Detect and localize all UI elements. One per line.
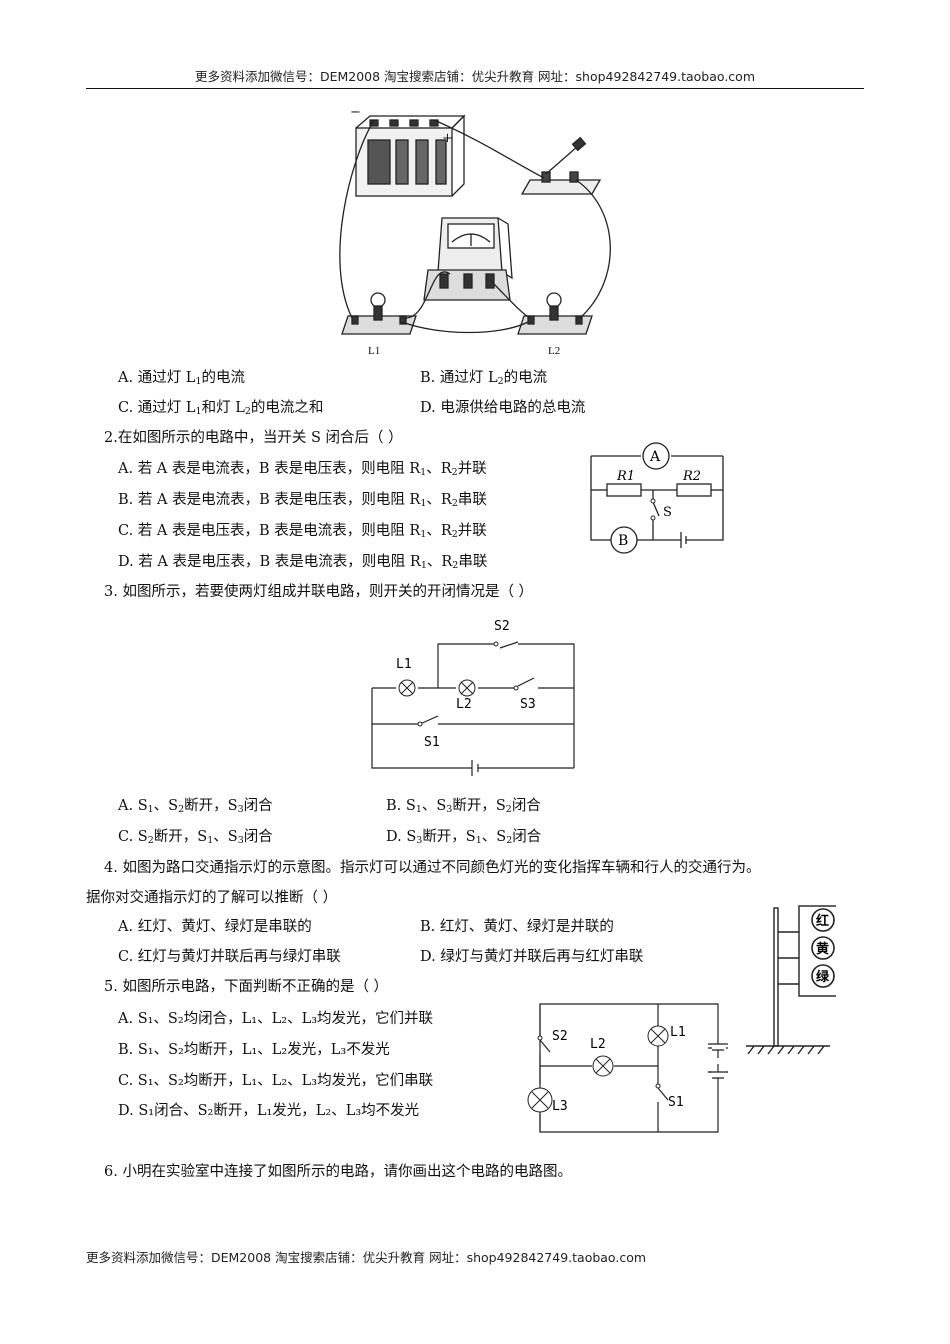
l3-label: L3 <box>552 1099 568 1114</box>
header-rule <box>86 88 864 89</box>
l2-label: L2 <box>590 1037 606 1052</box>
q1-circuit-figure: − + L1 L2 <box>339 105 611 357</box>
q3-option-d: D. S3断开，S1、S2闭合 <box>386 829 542 846</box>
lamp-l2-label: L2 <box>548 345 560 357</box>
q5-option-c: C. S₁、S₂均断开，L₁、L₂、L₃均发光，它们串联 <box>118 1073 434 1089</box>
traffic-light-figure: 红 黄 绿 <box>746 905 836 1055</box>
r1-label: R1 <box>616 469 635 484</box>
q6-stem: 6. 小明在实验室中连接了如图所示的电路，请你画出这个电路的电路图。 <box>104 1164 572 1180</box>
q4-option-a: A. 红灯、黄灯、绿灯是串联的 <box>118 919 312 935</box>
s2-label: S2 <box>552 1029 568 1044</box>
s1-label: S1 <box>668 1095 684 1110</box>
q5-circuit-figure: S2 L1 L2 L3 S1 <box>527 1003 728 1133</box>
q2-option-a: A. 若 A 表是电流表，B 表是电压表，则电阻 R1、R2并联 <box>118 461 487 478</box>
lamp-l1-label: L1 <box>368 345 380 357</box>
q3-option-b: B. S1、S3断开，S2闭合 <box>386 798 541 815</box>
l1-label: L1 <box>670 1025 686 1040</box>
q4-option-d: D. 绿灯与黄灯并联后再与红灯串联 <box>420 949 644 965</box>
switch-s-label: S <box>663 505 672 520</box>
page-footer: 更多资料添加微信号：DEM2008 淘宝搜索店铺：优尖升教育 网址：shop49… <box>86 1250 647 1265</box>
q1-option-b: B. 通过灯 L2的电流 <box>420 370 548 387</box>
meter-a-label: A <box>649 449 661 465</box>
q5-option-d: D. S₁闭合、S₂断开，L₁发光，L₂、L₃均不发光 <box>118 1103 420 1119</box>
page-header: 更多资料添加微信号：DEM2008 淘宝搜索店铺：优尖升教育 网址：shop49… <box>194 69 756 84</box>
l1-label: L1 <box>396 657 412 672</box>
green-light-label: 绿 <box>816 969 830 985</box>
red-light-label: 红 <box>816 913 829 929</box>
q3-option-a: A. S1、S2断开，S3闭合 <box>118 798 273 815</box>
q4-option-c: C. 红灯与黄灯并联后再与绿灯串联 <box>118 949 341 965</box>
q2-stem: 2.在如图所示的电路中，当开关 S 闭合后（ ） <box>104 430 403 446</box>
q5-option-a: A. S₁、S₂均闭合，L₁、L₂、L₃均发光，它们并联 <box>118 1011 434 1027</box>
s3-label: S3 <box>520 697 536 712</box>
q4-option-b: B. 红灯、黄灯、绿灯是并联的 <box>420 919 614 935</box>
q3-circuit-figure: L1 L2 S2 S3 S1 <box>371 619 575 776</box>
q3-stem: 3. 如图所示，若要使两灯组成并联电路，则开关的开闭情况是（ ） <box>104 584 534 600</box>
meter-b-label: B <box>618 533 628 549</box>
s1-label: S1 <box>424 735 440 750</box>
s2-label: S2 <box>494 619 510 634</box>
yellow-light-label: 黄 <box>816 941 829 957</box>
q2-circuit-figure: A B R1 R2 S <box>590 442 724 554</box>
q4-stem-line2: 据你对交通指示灯的了解可以推断（ ） <box>86 890 338 906</box>
q1-option-d: D. 电源供给电路的总电流 <box>420 400 586 416</box>
battery-plus-label: + <box>442 131 453 146</box>
q2-option-b: B. 若 A 表是电流表，B 表是电压表，则电阻 R1、R2串联 <box>118 492 487 509</box>
q2-option-d: D. 若 A 表是电压表，B 表是电流表，则电阻 R1、R2串联 <box>118 554 488 571</box>
q4-stem-line1: 4. 如图为路口交通指示灯的示意图。指示灯可以通过不同颜色灯光的变化指挥车辆和行… <box>104 860 761 876</box>
battery-minus-label: − <box>350 105 361 120</box>
r2-label: R2 <box>682 469 701 484</box>
q1-option-a: A. 通过灯 L1的电流 <box>118 370 245 387</box>
q5-option-b: B. S₁、S₂均断开，L₁、L₂发光，L₃不发光 <box>118 1042 390 1058</box>
q2-option-c: C. 若 A 表是电压表，B 表是电流表，则电阻 R1、R2并联 <box>118 523 487 540</box>
q3-option-c: C. S2断开，S1、S3闭合 <box>118 829 273 846</box>
q5-stem: 5. 如图所示电路，下面判断不正确的是（ ） <box>104 979 389 995</box>
l2-label: L2 <box>456 697 472 712</box>
q1-option-c: C. 通过灯 L1和灯 L2的电流之和 <box>118 400 324 417</box>
